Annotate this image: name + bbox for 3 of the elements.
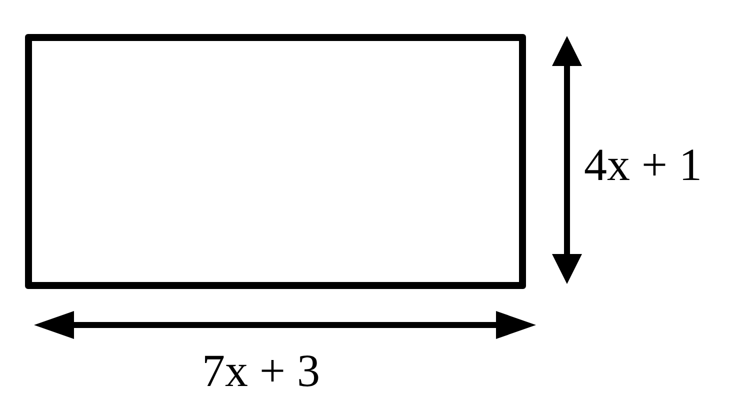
dimension-label: 4x + 1 [584, 142, 702, 188]
rectangle [25, 34, 526, 289]
dimension-label: 7x + 3 [202, 348, 320, 394]
